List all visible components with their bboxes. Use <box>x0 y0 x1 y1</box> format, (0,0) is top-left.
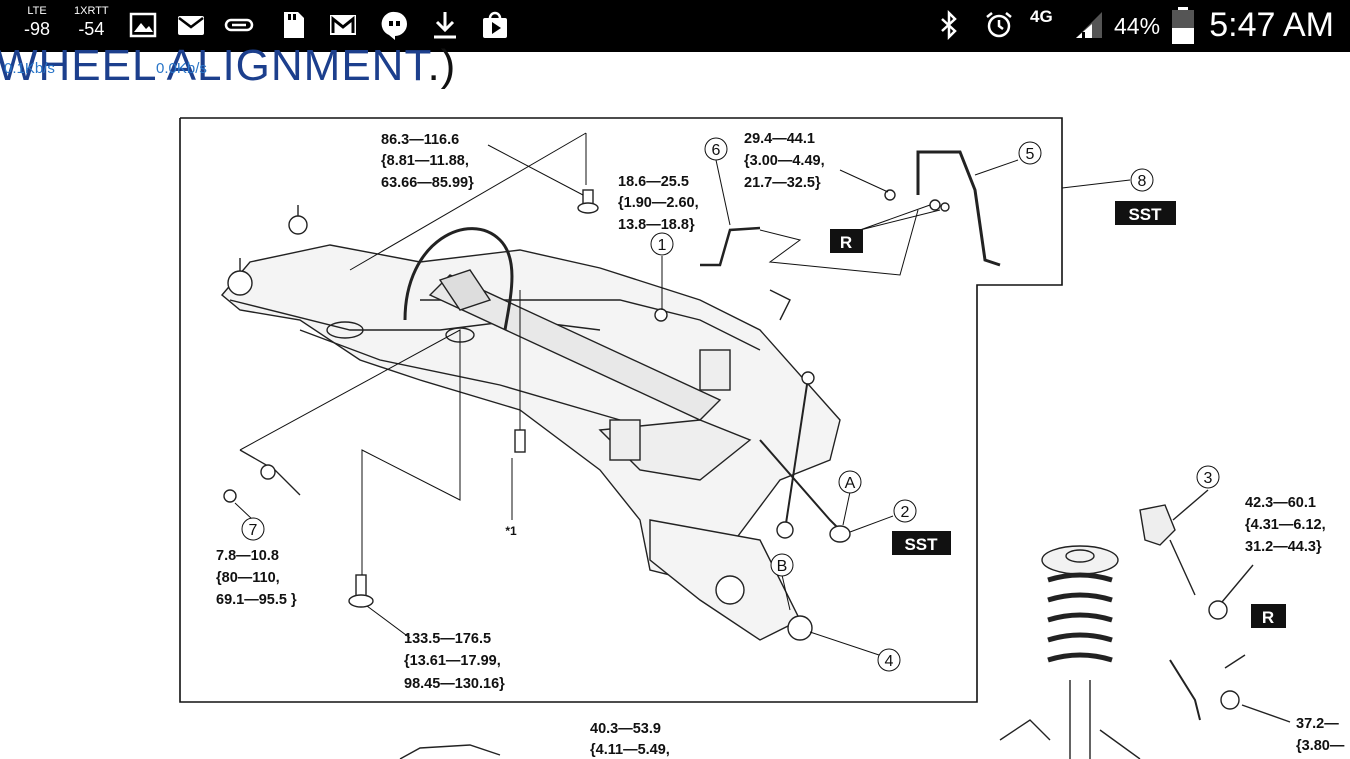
torque-spec-2-line2: {1.90—2.60, <box>618 195 699 211</box>
diagram-frame <box>179 117 1063 703</box>
torque-spec-3-line1: 29.4—44.1 <box>744 131 815 147</box>
alarm-icon[interactable] <box>984 10 1014 40</box>
torque-spec-4-line2: {80—110, <box>216 570 280 586</box>
callout-b: B <box>770 553 794 577</box>
torque-spec-1-line3: 63.66—85.99} <box>381 175 474 191</box>
torque-spec-4-line3: 69.1—95.5 } <box>216 592 297 608</box>
torque-spec-8-line2: {3.80— <box>1296 738 1345 754</box>
torque-spec-3-line2: {3.00—4.49, <box>744 153 825 169</box>
torque-spec-8: 37.2— {3.80— <box>1296 716 1345 754</box>
signal-lte: LTE -98 <box>24 5 51 39</box>
callout-1: 1 <box>650 232 674 256</box>
torque-spec-1: 86.3—116.6 {8.81—11.88, 63.66—85.99} <box>381 132 474 191</box>
upload-speed: 0.0Kb/s <box>156 60 207 77</box>
sst-badge-8-label: SST <box>1128 205 1162 224</box>
torque-spec-4-line1: 7.8—10.8 <box>216 548 279 564</box>
torque-spec-7-line2: {4.31—6.12, <box>1245 517 1326 533</box>
signal-lte-label: LTE <box>27 5 47 17</box>
torque-spec-6: 40.3—53.9 {4.11—5.49, <box>590 721 670 758</box>
callout-1-label: 1 <box>658 237 667 254</box>
callout-5: 5 <box>1018 141 1042 165</box>
torque-spec-3: 29.4—44.1 {3.00—4.49, 21.7—32.5} <box>744 131 825 191</box>
page-heading-tail: .) <box>427 41 457 90</box>
torque-spec-6-line1: 40.3—53.9 <box>590 721 661 737</box>
sst-badge-8: SST <box>1115 201 1176 225</box>
gmail-icon[interactable] <box>328 10 358 40</box>
play-store-icon[interactable] <box>480 10 510 40</box>
page-heading-title: WHEEL ALIGNMENT <box>0 41 428 90</box>
torque-spec-5: 133.5—176.5 {13.61—17.99, 98.45—130.16} <box>404 631 505 692</box>
torque-spec-8-line1: 37.2— <box>1296 716 1339 732</box>
network-type: 4G <box>1030 8 1053 25</box>
callout-a: A <box>838 470 862 494</box>
signal-1xrtt-label: 1XRTT <box>74 5 109 17</box>
callout-b-label: B <box>777 558 788 575</box>
callout-2-label: 2 <box>901 504 910 521</box>
callout-6: 6 <box>704 137 728 161</box>
status-bar: LTE -98 1XRTT -54 <box>0 0 1350 52</box>
torque-spec-2: 18.6—25.5 {1.90—2.60, 13.8—18.8} <box>618 174 699 233</box>
sst-badge-2: SST <box>892 531 951 555</box>
sst-badge-2-label: SST <box>904 535 938 554</box>
network-type-label: 4G <box>1030 7 1053 26</box>
torque-spec-1-line2: {8.81—11.88, <box>381 153 469 169</box>
torque-spec-6-line2: {4.11—5.49, <box>590 742 670 758</box>
bluetooth-icon[interactable] <box>934 10 964 40</box>
callout-4-label: 4 <box>885 653 894 670</box>
torque-spec-5-line2: {13.61—17.99, <box>404 653 501 669</box>
torque-spec-2-line1: 18.6—25.5 <box>618 174 689 190</box>
callout-a-label: A <box>845 475 856 492</box>
callouts: 1 2 3 4 5 6 7 8 <box>241 137 1220 672</box>
callout-3: 3 <box>1196 465 1220 489</box>
subframe-drawing <box>221 150 1001 641</box>
signal-1xrtt: 1XRTT -54 <box>74 5 109 39</box>
download-icon[interactable] <box>430 10 460 40</box>
callout-4: 4 <box>877 648 901 672</box>
torque-spec-2-line3: 13.8—18.8} <box>618 217 695 233</box>
battery-icon <box>1172 7 1194 44</box>
torque-spec-1-line1: 86.3—116.6 <box>381 132 459 148</box>
r-badge-top: R <box>830 229 863 253</box>
sd-card-icon[interactable] <box>278 10 308 40</box>
r-badge-right-label: R <box>1262 608 1274 627</box>
callout-star1-label: *1 <box>505 524 517 538</box>
r-badge-top-label: R <box>840 233 852 252</box>
signal-strength-icon <box>1076 12 1102 38</box>
page-heading: WHEEL ALIGNMENT.) <box>0 41 456 91</box>
torque-spec-7-line3: 31.2—44.3} <box>1245 539 1322 555</box>
callout-6-label: 6 <box>712 142 721 159</box>
email-icon[interactable] <box>176 10 206 40</box>
callout-8: 8 <box>1130 168 1154 192</box>
signal-1xrtt-value: -54 <box>78 19 105 39</box>
torque-spec-7-line1: 42.3—60.1 <box>1245 495 1316 511</box>
strut-drawing <box>399 489 1291 759</box>
callout-3-label: 3 <box>1204 470 1213 487</box>
signal-lte-value: -98 <box>24 19 51 39</box>
torque-spec-7: 42.3—60.1 {4.31—6.12, 31.2—44.3} <box>1245 495 1326 555</box>
download-speed: 0.1Kb/s <box>4 60 55 77</box>
callout-7: 7 <box>241 517 265 541</box>
callout-8-label: 8 <box>1138 173 1147 190</box>
torque-spec-3-line3: 21.7—32.5} <box>744 175 821 191</box>
r-badge-right: R <box>1251 604 1286 628</box>
battery-percent: 44% <box>1114 13 1161 39</box>
leader-lines <box>234 132 1131 656</box>
clock: 5:47 AM <box>1209 6 1334 44</box>
callout-5-label: 5 <box>1026 146 1035 163</box>
callout-2: 2 <box>893 499 917 523</box>
hangouts-icon[interactable] <box>380 10 410 40</box>
torque-spec-4: 7.8—10.8 {80—110, 69.1—95.5 } <box>216 548 297 608</box>
torque-spec-5-line1: 133.5—176.5 <box>404 631 491 647</box>
torque-spec-5-line3: 98.45—130.16} <box>404 676 505 692</box>
gallery-icon[interactable] <box>128 10 158 40</box>
callout-7-label: 7 <box>249 522 258 539</box>
link-icon[interactable] <box>224 10 254 40</box>
